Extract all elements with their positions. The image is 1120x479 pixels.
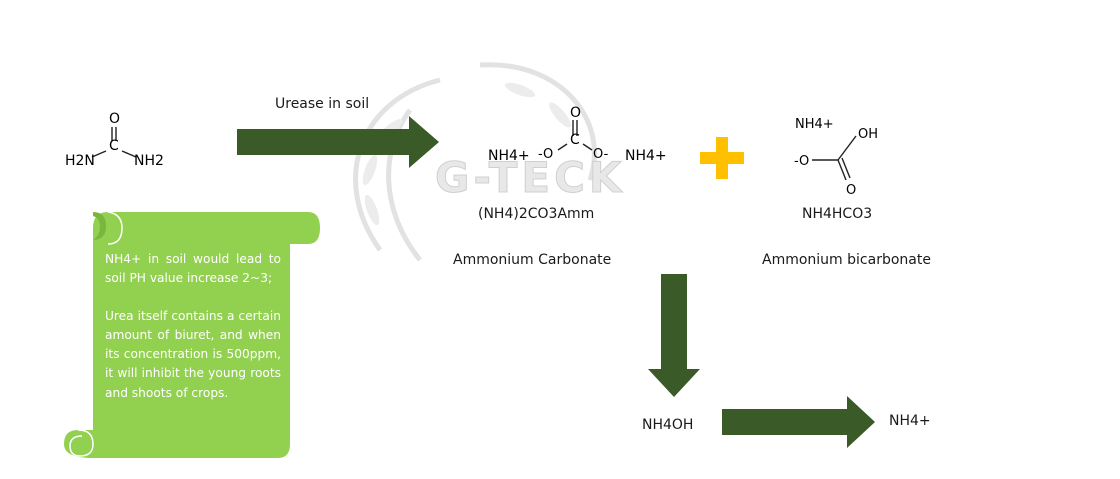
carbonate-ion-right: NH4+ — [625, 148, 667, 164]
arrow-to-final-product — [722, 396, 875, 448]
bicarbonate-formula: NH4HCO3 — [802, 206, 873, 222]
watermark-logo: G-TECK — [353, 62, 625, 262]
carbonate-ion-left: NH4+ — [488, 148, 530, 164]
plus-icon — [700, 137, 744, 179]
bicarbonate-name: Ammonium bicarbonate — [762, 252, 931, 268]
bicarbonate-oh: OH — [858, 127, 878, 142]
bicarbonate-ion: NH4+ — [795, 117, 834, 132]
urea-c-atom: C — [109, 138, 119, 154]
step1-label: Urease in soil — [275, 96, 370, 112]
arrow-urea-to-carbonate — [237, 116, 439, 168]
final-product-label: NH4+ — [889, 413, 931, 429]
carbonate-o-left: -O — [538, 147, 553, 162]
note-paragraph-1: NH4+ in soil would lead to soil PH value… — [105, 252, 281, 286]
note-paragraph-2: Urea itself contains a certain amount of… — [105, 308, 281, 400]
urea-structure: O C H2N NH2 — [65, 111, 164, 169]
ammonium-bicarbonate-structure: NH4+ OH -O O — [794, 117, 878, 198]
note-text: NH4+ in soil would lead to soil PH value… — [105, 250, 281, 421]
bicarbonate-o-bottom: O — [846, 183, 856, 198]
note-scroll — [64, 211, 320, 458]
hydroxide-label: NH4OH — [642, 417, 694, 433]
watermark-text: G-TECK — [435, 153, 625, 202]
carbonate-c-atom: C — [570, 132, 580, 148]
urea-h2n-group: H2N — [65, 153, 95, 169]
carbonate-formula: (NH4)2CO3Amm — [478, 206, 595, 222]
carbonate-o-right: O- — [593, 147, 609, 162]
urea-o-atom: O — [109, 111, 120, 127]
bicarbonate-o-left: -O — [794, 154, 809, 169]
carbonate-o-top: O — [570, 105, 581, 121]
ammonium-carbonate-structure: O C -O O- NH4+ NH4+ — [488, 105, 667, 164]
arrow-down-to-hydroxide — [648, 274, 700, 397]
urea-nh2-group: NH2 — [134, 153, 164, 169]
carbonate-name: Ammonium Carbonate — [453, 252, 612, 268]
